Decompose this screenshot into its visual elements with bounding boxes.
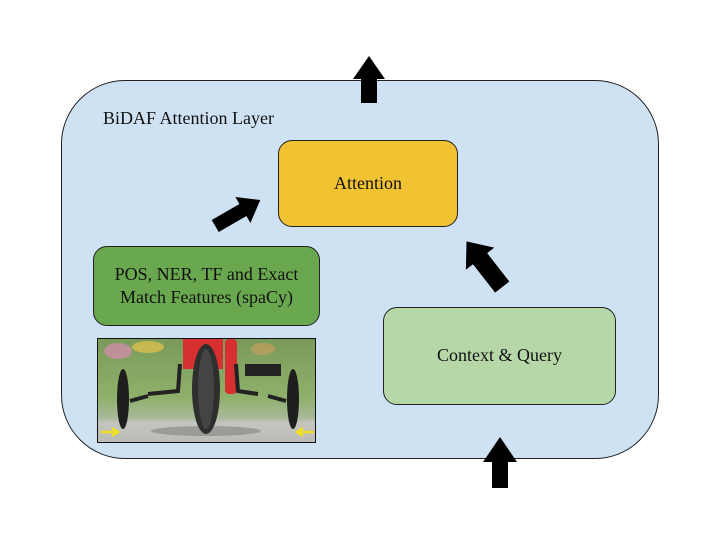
training-wheels-illustration (98, 339, 315, 442)
attention-label: Attention (334, 172, 402, 193)
flowers-orange (251, 343, 275, 355)
output-arrow (353, 56, 385, 103)
context-query-label: Context & Query (437, 345, 562, 366)
input-arrow (483, 437, 517, 488)
bracket-arms (129, 394, 287, 403)
right-yellow-arrow (294, 426, 314, 438)
left-training-wheel (117, 369, 129, 429)
flowers-pink (104, 343, 132, 359)
attention-node: Attention (278, 140, 458, 227)
right-training-wheel (287, 369, 299, 429)
training-wheels-image (97, 338, 316, 443)
features-to-attention-arrow (211, 197, 261, 233)
training-wheel-brackets (147, 363, 259, 396)
flowers-yellow (132, 341, 164, 353)
features-label: POS, NER, TF and Exact Match Features (s… (114, 263, 299, 307)
wheel-tread (198, 349, 214, 429)
chain-guard (225, 339, 237, 394)
features-node: POS, NER, TF and Exact Match Features (s… (93, 246, 320, 326)
pedal (245, 364, 281, 376)
layer-title: BiDAF Attention Layer (103, 108, 274, 128)
context-to-attention-arrow (465, 241, 510, 293)
left-yellow-arrow (101, 426, 121, 438)
context-query-node: Context & Query (383, 307, 616, 405)
